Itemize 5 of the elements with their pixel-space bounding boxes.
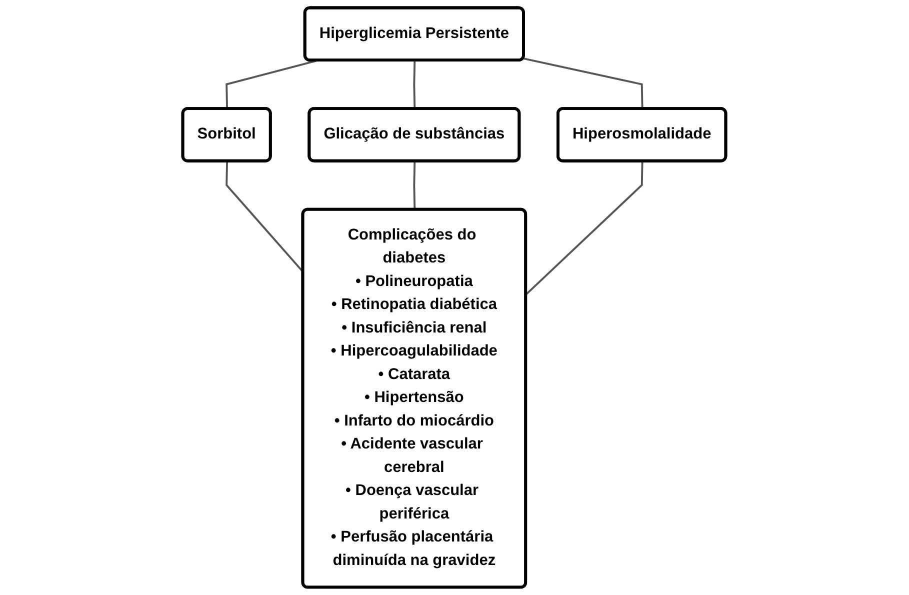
connector — [526, 161, 644, 296]
connector — [226, 60, 318, 110]
connector — [413, 161, 416, 210]
connector — [413, 60, 416, 110]
connector — [523, 57, 644, 110]
